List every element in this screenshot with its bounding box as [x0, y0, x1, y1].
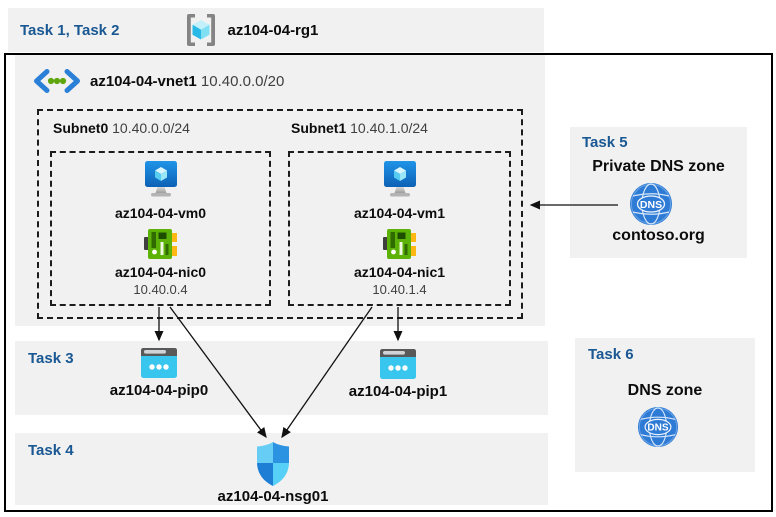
pip0-node: az104-04-pip0 [89, 348, 229, 399]
task6-label: Task 6 [588, 346, 634, 363]
subnet1-label: Subnet1 10.40.1.0/24 [291, 120, 428, 136]
vnet-icon [34, 69, 80, 93]
task4-label: Task 4 [28, 442, 74, 459]
nic1-icon [382, 229, 416, 259]
subnet0-vm-box: az104-04-vm0 az104-04-nic0 10.40.0.4 [50, 151, 271, 306]
nic0-icon [143, 229, 177, 259]
pip1-name: az104-04-pip1 [348, 383, 448, 400]
dns-zone-title: DNS zone [627, 382, 703, 399]
task5-box: Task 5 Private DNS zone DNS contoso.org [570, 127, 747, 258]
task3-band: Task 3 az104-04-pip0 az104-04-pip1 [15, 341, 548, 415]
nsg-name: az104-04-nsg01 [217, 488, 329, 505]
pip1-node: az104-04-pip1 [328, 349, 468, 400]
resource-group-name: az104-04-rg1 [227, 21, 319, 39]
public-ip1-icon [380, 349, 416, 379]
subnet0-label: Subnet0 10.40.0.0/24 [53, 120, 190, 136]
vnet-container: az104-04-vnet1 10.40.0.0/20 Subnet0 10.4… [15, 55, 545, 326]
nic1-name: az104-04-nic1 [353, 264, 446, 280]
nic0-ip: 10.40.0.4 [133, 282, 188, 297]
nic0-name: az104-04-nic0 [114, 264, 207, 280]
resource-group-icon [186, 14, 215, 46]
nsg-node: az104-04-nsg01 [193, 442, 353, 505]
vnet-name: az104-04-vnet1 [90, 72, 197, 90]
task4-band: Task 4 az104-04-nsg01 [15, 433, 548, 505]
dns-icon-text: DNS [640, 199, 662, 211]
vnet-header: az104-04-vnet1 10.40.0.0/20 [33, 69, 284, 93]
dns-icon-text: DNS [647, 423, 668, 434]
task6-box: Task 6 DNS zone DNS [575, 338, 755, 472]
private-dns-zone-icon: DNS [630, 183, 672, 225]
dns-zone-icon: DNS [637, 406, 679, 448]
subnet1-vm-box: az104-04-vm1 az104-04-nic1 10.40.1.4 [288, 151, 511, 306]
vm1-name: az104-04-vm1 [353, 205, 446, 221]
nic1-ip: 10.40.1.4 [372, 282, 427, 297]
subnets-boundary: Subnet0 10.40.0.0/24 Subnet1 10.40.1.0/2… [37, 109, 523, 319]
diagram-frame [4, 53, 773, 512]
vm0-icon [144, 161, 177, 197]
subnet1-name: Subnet1 [291, 120, 347, 136]
resource-group-band: Task 1, Task 2 az104-04-rg1 [8, 8, 544, 52]
subnet0-name: Subnet0 [53, 120, 109, 136]
public-ip0-icon [141, 348, 177, 378]
subnet1-cidr: 10.40.1.0/24 [350, 120, 428, 136]
private-dns-zone-name: contoso.org [612, 227, 705, 244]
vm1-icon [383, 161, 416, 197]
vm0-name: az104-04-vm0 [114, 205, 207, 221]
subnet0-cidr: 10.40.0.0/24 [112, 120, 190, 136]
task-1-2-label: Task 1, Task 2 [20, 21, 120, 39]
task3-label: Task 3 [28, 350, 74, 367]
nsg-shield-icon [257, 442, 289, 486]
pip0-name: az104-04-pip0 [109, 382, 209, 399]
vnet-title: az104-04-vnet1 10.40.0.0/20 [90, 73, 284, 90]
task5-label: Task 5 [582, 134, 628, 151]
private-dns-zone-title: Private DNS zone [592, 158, 725, 175]
vnet-cidr: 10.40.0.0/20 [200, 72, 285, 90]
